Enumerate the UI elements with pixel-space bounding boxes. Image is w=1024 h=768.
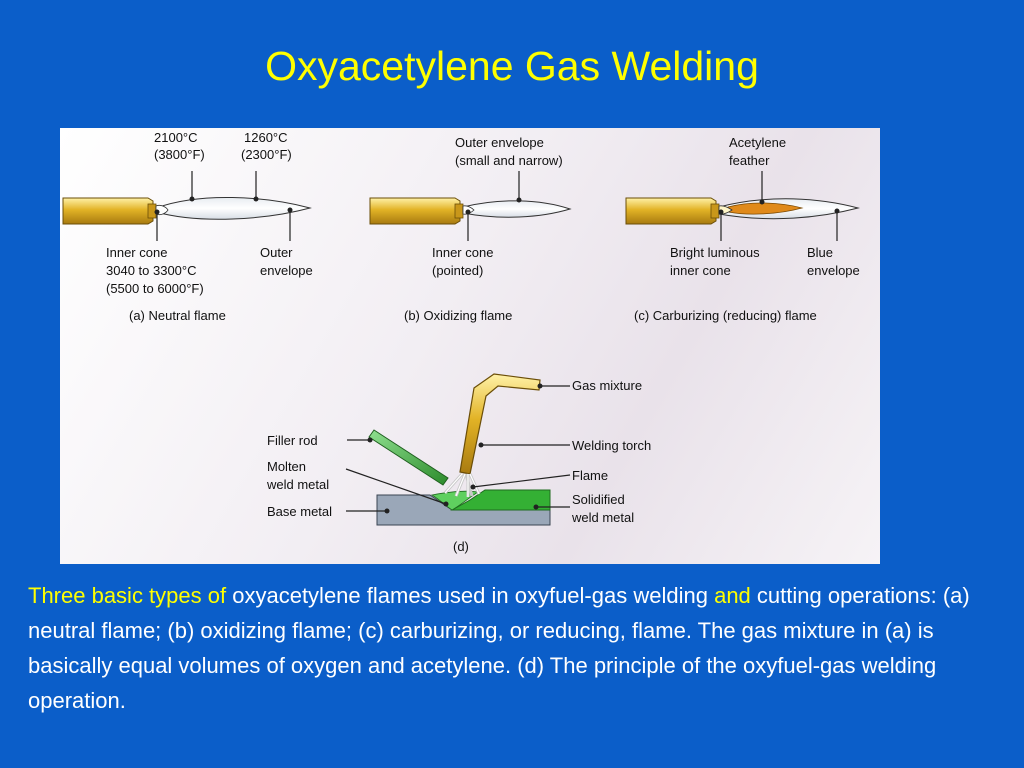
caption-text-1: oxyacetylene flames used in oxyfuel-gas … bbox=[232, 583, 708, 608]
base-metal-label: Base metal bbox=[267, 504, 332, 519]
outer-envelope-note: (small and narrow) bbox=[455, 153, 563, 168]
welding-operation-caption: (d) bbox=[453, 539, 469, 554]
flame-label: Flame bbox=[572, 468, 608, 483]
torch-nozzle bbox=[710, 203, 720, 219]
molten-weld-label: Molten bbox=[267, 459, 306, 474]
welding-torch-shape bbox=[459, 373, 541, 475]
torch-tip bbox=[62, 197, 154, 225]
neutral-flame-diagram: 2100°C (3800°F) 1260°C (2300°F) Inner co… bbox=[62, 130, 313, 323]
oxidizing-flame-diagram: Outer envelope (small and narrow) Inner … bbox=[369, 135, 572, 323]
inner-cone-label: Inner cone bbox=[106, 245, 167, 260]
welding-operation-diagram: Gas mixture Welding torch Flame Solidifi… bbox=[266, 373, 651, 554]
temp-outer-c: 1260°C bbox=[244, 130, 288, 145]
temp-outer-f: (2300°F) bbox=[241, 147, 292, 162]
outer-envelope-shape bbox=[155, 196, 312, 220]
temp-inner-f: (3800°F) bbox=[154, 147, 205, 162]
torch-tip bbox=[625, 197, 717, 225]
flame-shape bbox=[443, 472, 481, 497]
outer-envelope-shape bbox=[462, 200, 572, 218]
slide-title: Oxyacetylene Gas Welding bbox=[265, 43, 759, 89]
inner-cone-temp-f: (5500 to 6000°F) bbox=[106, 281, 204, 296]
torch-nozzle bbox=[454, 203, 464, 219]
acetylene-feather-shape bbox=[727, 202, 804, 215]
inner-cone-label-2: inner cone bbox=[670, 263, 731, 278]
filler-rod-shape bbox=[368, 429, 449, 486]
blue-envelope-label-2: envelope bbox=[807, 263, 860, 278]
molten-weld-label-2: weld metal bbox=[266, 477, 329, 492]
outer-envelope-label: Outer envelope bbox=[455, 135, 544, 150]
acetylene-feather-label-2: feather bbox=[729, 153, 770, 168]
filler-rod-label: Filler rod bbox=[267, 433, 318, 448]
solidified-weld-label-2: weld metal bbox=[571, 510, 634, 525]
blue-envelope-label: Blue bbox=[807, 245, 833, 260]
solidified-weld-label: Solidified bbox=[572, 492, 625, 507]
inner-cone-note: (pointed) bbox=[432, 263, 483, 278]
caption-highlight-1: Three basic types of bbox=[28, 583, 227, 608]
outer-envelope-label-2: envelope bbox=[260, 263, 313, 278]
solidified-weld-shape bbox=[450, 489, 551, 511]
welding-figure: 2100°C (3800°F) 1260°C (2300°F) Inner co… bbox=[60, 128, 880, 564]
gas-mixture-label: Gas mixture bbox=[572, 378, 642, 393]
flame-diagrams: 2100°C (3800°F) 1260°C (2300°F) Inner co… bbox=[62, 130, 860, 554]
inner-cone-label: Inner cone bbox=[432, 245, 493, 260]
temp-inner-c: 2100°C bbox=[154, 130, 198, 145]
slide-caption: Three basic types of oxyacetylene flames… bbox=[28, 578, 1003, 718]
caption-text-2: cutting operations: (a) neutral flame; (… bbox=[28, 583, 970, 713]
caption-highlight-2: and bbox=[714, 583, 751, 608]
outer-envelope-label: Outer bbox=[260, 245, 293, 260]
oxidizing-flame-caption: (b) Oxidizing flame bbox=[404, 308, 512, 323]
inner-cone-temp-c: 3040 to 3300°C bbox=[106, 263, 197, 278]
neutral-flame-caption: (a) Neutral flame bbox=[129, 308, 226, 323]
carburizing-flame-diagram: Acetylene feather Bright luminous inner … bbox=[625, 135, 860, 323]
welding-torch-label: Welding torch bbox=[572, 438, 651, 453]
torch-tip bbox=[369, 197, 461, 225]
acetylene-feather-label: Acetylene bbox=[729, 135, 786, 150]
inner-cone-label: Bright luminous bbox=[670, 245, 760, 260]
carburizing-flame-caption: (c) Carburizing (reducing) flame bbox=[634, 308, 817, 323]
